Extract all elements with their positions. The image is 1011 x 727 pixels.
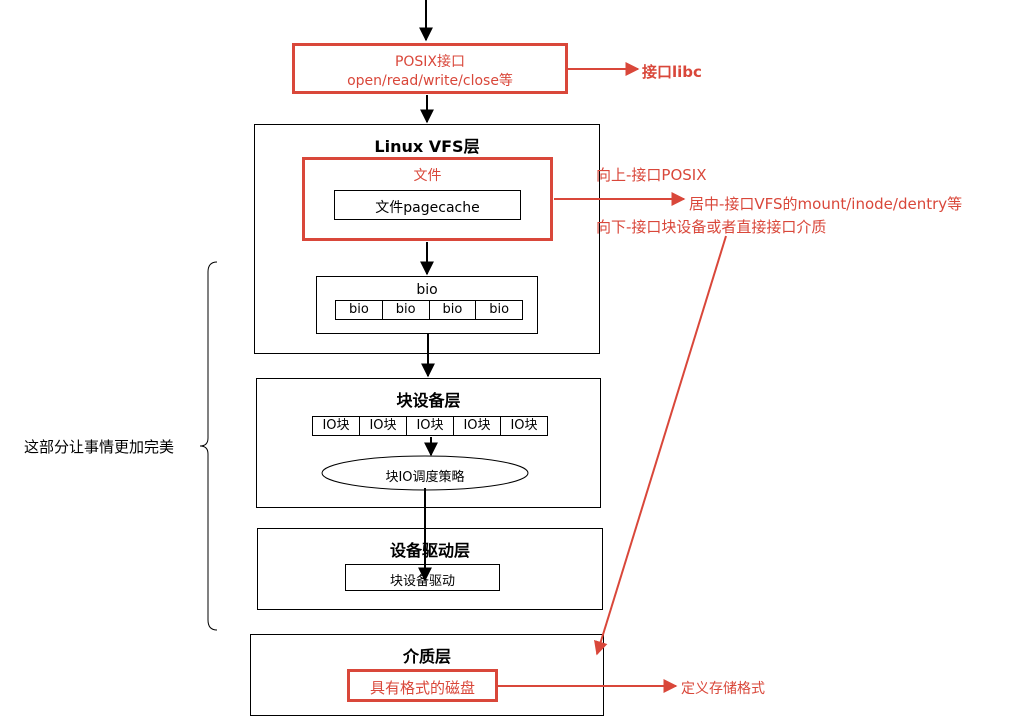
arrow-notes-to-media bbox=[594, 235, 727, 656]
bio-cell: bio bbox=[489, 302, 510, 317]
vfs-layer-title: Linux VFS层 bbox=[374, 137, 480, 156]
pagecache-box: 文件pagecache bbox=[334, 190, 521, 220]
curly-brace bbox=[199, 261, 218, 631]
io-cell: IO块 bbox=[510, 418, 538, 433]
driver-label: 块设备驱动 bbox=[389, 574, 455, 589]
disk-box: 具有格式的磁盘 bbox=[347, 669, 498, 702]
brace-label: 这部分让事情更加完美 bbox=[24, 438, 175, 456]
disk-label: 具有格式的磁盘 bbox=[369, 679, 475, 697]
block-layer-box: 块设备层 bbox=[256, 378, 601, 508]
pagecache-label: 文件pagecache bbox=[375, 200, 480, 216]
io-cell: IO块 bbox=[454, 417, 501, 435]
file-label: 文件 bbox=[413, 168, 442, 184]
io-cell: IO块 bbox=[360, 417, 407, 435]
bio-box: bio bbox=[316, 276, 538, 334]
io-cell: IO块 bbox=[313, 417, 360, 435]
media-layer-title: 介质层 bbox=[402, 647, 451, 666]
vfs-note-up: 向上-接口POSIX bbox=[596, 166, 707, 184]
bio-title: bio bbox=[416, 282, 438, 298]
io-cells-row: IO块 IO块 IO块 IO块 IO块 bbox=[312, 416, 548, 436]
driver-box: 块设备驱动 bbox=[345, 564, 500, 591]
driver-layer-title: 设备驱动层 bbox=[389, 541, 470, 560]
io-scheduler-label: 块IO调度策略 bbox=[385, 470, 465, 485]
posix-interface-subtitle: open/read/write/close等 bbox=[347, 73, 513, 89]
posix-interface-box: POSIX接口 open/read/write/close等 bbox=[292, 43, 568, 94]
block-layer-title: 块设备层 bbox=[396, 391, 461, 410]
vfs-note-middle: 居中-接口VFS的mount/inode/dentry等 bbox=[689, 195, 963, 213]
bio-cell: bio bbox=[336, 301, 383, 319]
libc-label: 接口libc bbox=[642, 63, 702, 81]
bio-cell: bio bbox=[430, 301, 477, 319]
bio-cells-row: bio bio bio bio bbox=[335, 300, 523, 320]
io-cell: IO块 bbox=[407, 417, 454, 435]
vfs-note-down: 向下-接口块设备或者直接接口介质 bbox=[596, 218, 827, 236]
posix-interface-title: POSIX接口 bbox=[394, 54, 466, 70]
storage-format-label: 定义存储格式 bbox=[681, 681, 765, 697]
bio-cell: bio bbox=[383, 301, 430, 319]
